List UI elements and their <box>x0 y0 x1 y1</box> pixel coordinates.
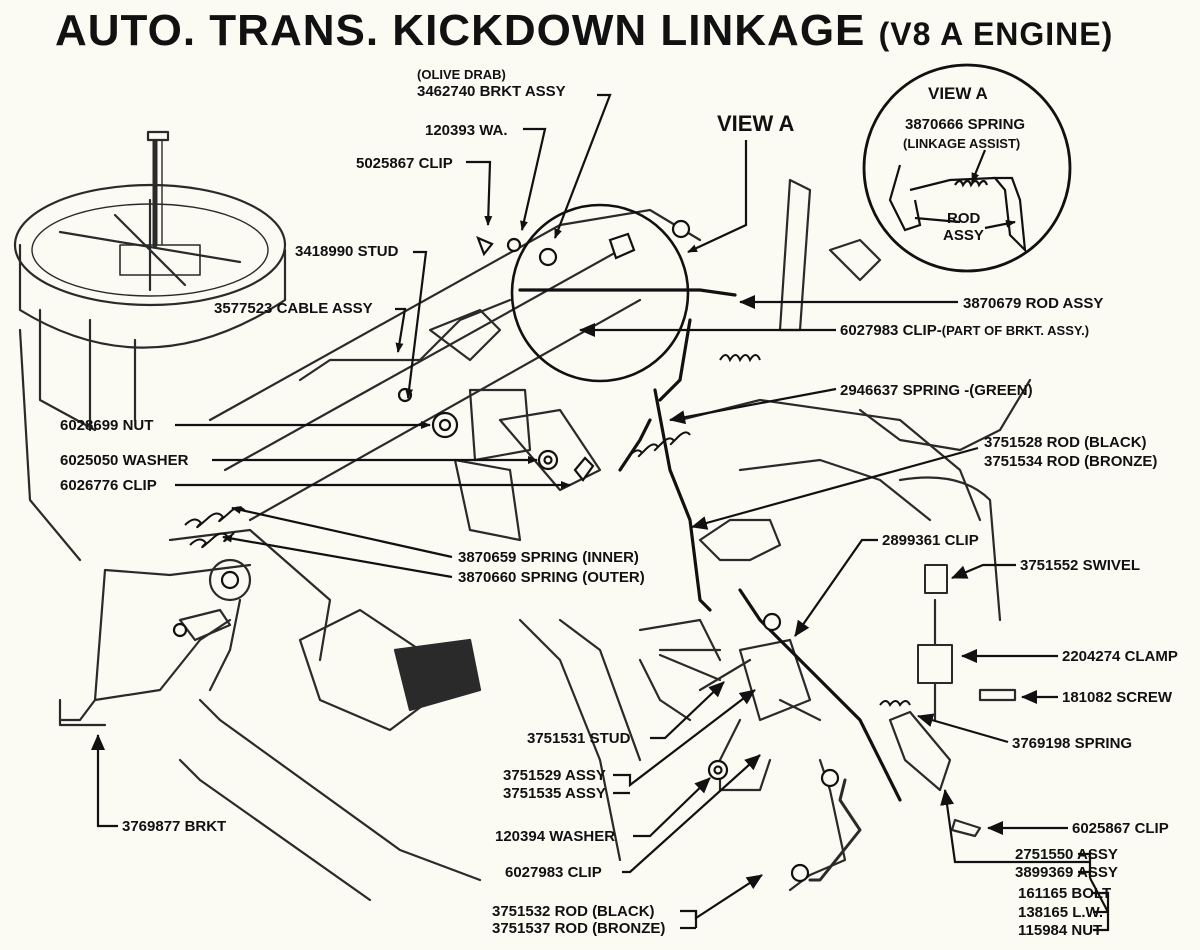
label-olive-drab: (OLIVE DRAB) <box>417 67 506 82</box>
label-screw: 181082 SCREW <box>1062 689 1173 706</box>
spring-coils <box>184 354 911 707</box>
label-rod-bronze-3751534: 3751534 ROD (BRONZE) <box>984 453 1158 470</box>
label-rod-black-3751532: 3751532 ROD (BLACK) <box>492 903 655 920</box>
label-rod-bronze-3751537: 3751537 ROD (BRONZE) <box>492 920 666 937</box>
label-spring-2946637: 2946637 SPRING -(GREEN) <box>840 382 1033 399</box>
label-assy-2751550: 2751550 ASSY <box>1015 846 1118 863</box>
label-nut-6028699: 6028699 NUT <box>60 417 154 434</box>
label-wa-120393: 120393 WA. <box>425 122 508 139</box>
label-stud-3418990: 3418990 STUD <box>295 243 399 260</box>
label-spring-inner: 3870659 SPRING (INNER) <box>458 549 639 566</box>
view-a-region-circle <box>510 203 690 383</box>
label-brkt-3769877: 3769877 BRKT <box>122 818 227 835</box>
label-nut-115984: 115984 NUT <box>1018 922 1103 939</box>
title-engine: (V8 A ENGINE) <box>878 16 1114 52</box>
label-assy-3751535: 3751535 ASSY <box>503 785 606 802</box>
clip-6027983-note-text: (PART OF BRKT. ASSY.) <box>941 323 1090 338</box>
label-lw-138165: 138165 L.W. <box>1018 904 1104 921</box>
label-clip-5025867: 5025867 CLIP <box>356 155 453 172</box>
label-cable-assy: 3577523 CABLE ASSY <box>214 300 373 317</box>
label-stud-3751531: 3751531 STUD <box>527 730 631 747</box>
label-clip-6025867: 6025867 CLIP <box>1072 820 1169 837</box>
label-clip-6027983-lower: 6027983 CLIP <box>505 864 602 881</box>
view-a-assy-label: ASSY <box>943 227 984 244</box>
rod-linework <box>518 288 902 802</box>
page-title: AUTO. TRANS. KICKDOWN LINKAGE (V8 A ENGI… <box>55 6 1113 56</box>
clip-6027983-main-text: 6027983 CLIP- <box>840 322 942 339</box>
view-a-inset-heading: VIEW A <box>928 84 988 103</box>
label-swivel: 3751552 SWIVEL <box>1020 557 1141 574</box>
label-brkt-assy: 3462740 BRKT ASSY <box>417 83 566 100</box>
leader-lines <box>91 93 1068 930</box>
bottom-right-bracket <box>1010 852 1110 932</box>
view-a-spring-label: 3870666 SPRING <box>905 116 1026 133</box>
label-washer-120394: 120394 WASHER <box>495 828 616 845</box>
label-clamp: 2204274 CLAMP <box>1062 648 1178 665</box>
label-washer-6025050: 6025050 WASHER <box>60 452 189 469</box>
label-clip-6027983-upper: 6027983 CLIP-(PART OF BRKT. ASSY.) <box>840 322 1089 339</box>
label-clip-6026776: 6026776 CLIP <box>60 477 157 494</box>
label-spring-3769198: 3769198 SPRING <box>1012 735 1133 752</box>
label-rod-assy-3870679: 3870679 ROD ASSY <box>963 295 1104 312</box>
view-a-inset <box>862 63 1072 273</box>
label-spring-outer: 3870660 SPRING (OUTER) <box>458 569 645 586</box>
view-a-spring-note: (LINKAGE ASSIST) <box>903 136 1021 151</box>
view-a-heading: VIEW A <box>717 111 795 136</box>
label-rod-black-3751528: 3751528 ROD (BLACK) <box>984 434 1147 451</box>
label-assy-3751529: 3751529 ASSY <box>503 767 606 784</box>
view-a-rod-label: ROD <box>947 210 981 227</box>
title-main: AUTO. TRANS. KICKDOWN LINKAGE <box>55 6 866 55</box>
label-assy-3899369: 3899369 ASSY <box>1015 864 1118 881</box>
label-clip-2899361: 2899361 CLIP <box>882 532 979 549</box>
label-bolt-161165: 161165 BOLT <box>1018 885 1112 902</box>
